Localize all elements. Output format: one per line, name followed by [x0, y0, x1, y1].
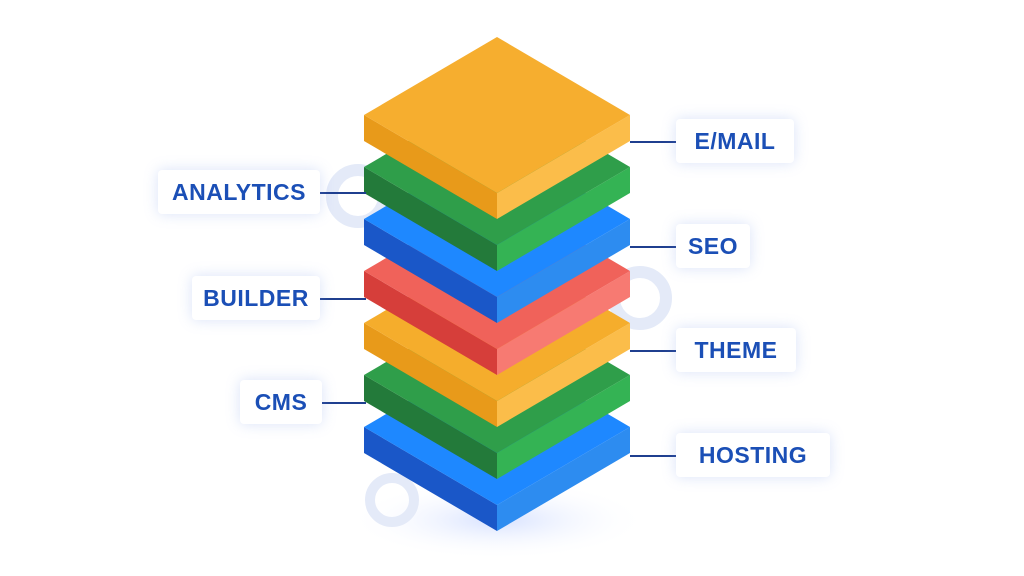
label-email-text: E/MAIL: [694, 127, 776, 154]
label-cms-text: CMS: [254, 388, 308, 415]
layer-analytics-left-face: [364, 167, 497, 271]
layer-email: [364, 37, 630, 219]
layer-builder-right-face: [497, 271, 630, 375]
layer-seo-right-face: [497, 219, 630, 323]
connector-hosting: [630, 455, 676, 457]
label-seo: SEO: [676, 224, 750, 268]
connector-email: [630, 141, 676, 143]
connector-builder: [320, 298, 366, 300]
label-hosting: HOSTING: [676, 433, 830, 477]
connector-cms: [322, 402, 366, 404]
layer-theme-right-face: [497, 323, 630, 427]
connector-analytics: [320, 192, 366, 194]
label-cms: CMS: [240, 380, 322, 424]
layer-email-right-face: [497, 115, 630, 219]
layer-hosting-right-face: [497, 427, 630, 531]
label-analytics-text: ANALYTICS: [172, 178, 306, 205]
label-theme-text: THEME: [694, 336, 778, 363]
label-builder: BUILDER: [192, 276, 320, 320]
layer-cms-right-face: [497, 375, 630, 479]
layer-seo-left-face: [364, 219, 497, 323]
layer-email-left-face: [364, 115, 497, 219]
label-email: E/MAIL: [676, 119, 794, 163]
layer-email-top-face: [364, 37, 630, 193]
layer-hosting-left-face: [364, 427, 497, 531]
gear-icon: [365, 473, 419, 527]
layer-theme-left-face: [364, 323, 497, 427]
layer-builder-left-face: [364, 271, 497, 375]
label-hosting-text: HOSTING: [698, 441, 808, 468]
layers-group: [364, 37, 630, 531]
connector-seo: [630, 246, 676, 248]
label-theme: THEME: [676, 328, 796, 372]
label-analytics: ANALYTICS: [158, 170, 320, 214]
layer-analytics-right-face: [497, 167, 630, 271]
layer-cms-left-face: [364, 375, 497, 479]
label-builder-text: BUILDER: [203, 284, 309, 311]
connector-theme: [630, 350, 676, 352]
label-seo-text: SEO: [687, 232, 739, 259]
